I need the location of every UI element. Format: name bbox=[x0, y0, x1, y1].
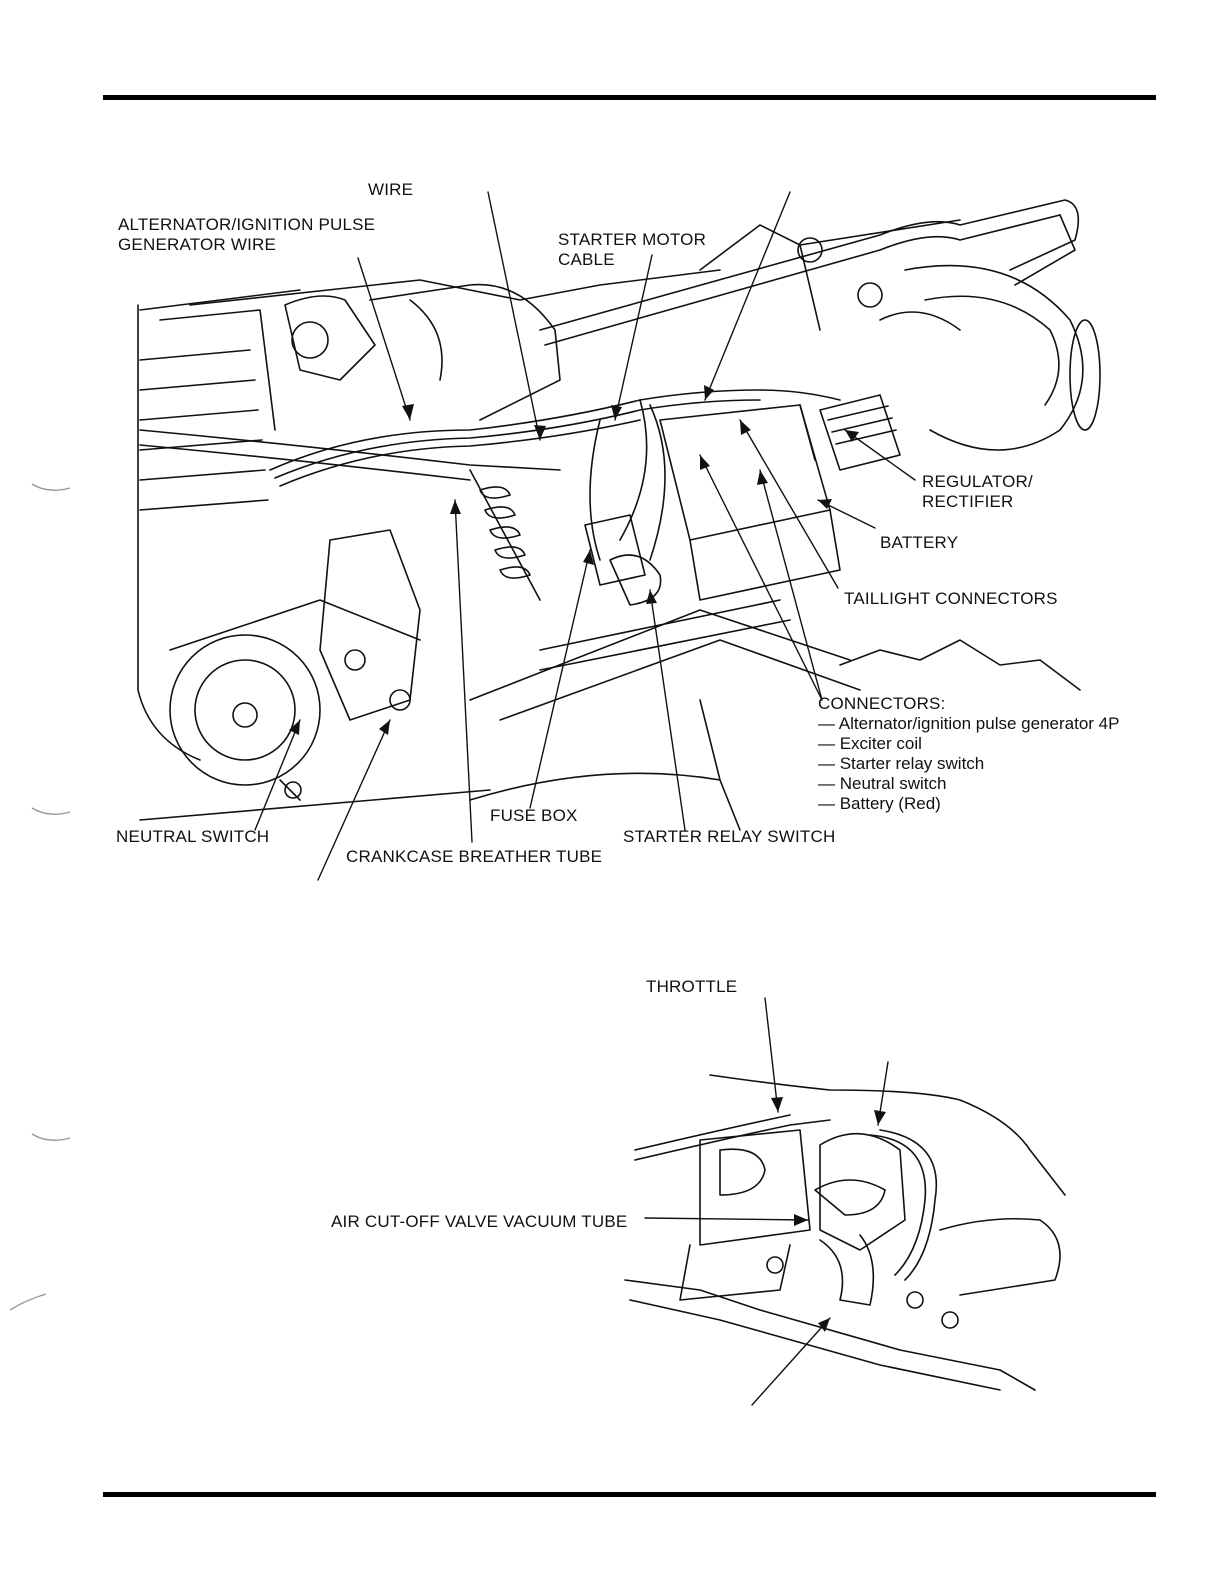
list-item: — Exciter coil bbox=[818, 734, 922, 753]
margin-mark bbox=[31, 483, 71, 491]
figure2-arrowheads bbox=[771, 1097, 886, 1332]
label-air-cutoff-valve-vacuum-tube: AIR CUT-OFF VALVE VACUUM TUBE bbox=[331, 1212, 628, 1231]
label-neutral-switch: NEUTRAL SWITCH bbox=[116, 827, 270, 846]
bottom-rule bbox=[103, 1492, 1156, 1497]
list-item: — Alternator/ignition pulse generator 4P bbox=[818, 714, 1120, 733]
label-battery: BATTERY bbox=[880, 533, 959, 552]
margin-mark bbox=[31, 1133, 71, 1141]
label-starter-motor-line2: CABLE bbox=[558, 250, 615, 269]
label-taillight-connectors: TAILLIGHT CONNECTORS bbox=[844, 589, 1058, 608]
label-crankcase-breather-tube: CRANKCASE BREATHER TUBE bbox=[346, 847, 603, 866]
figure1-artwork bbox=[137, 199, 1101, 831]
figure2-artwork bbox=[624, 1074, 1066, 1391]
list-item: — Battery (Red) bbox=[818, 794, 941, 813]
margin-mark bbox=[31, 807, 71, 815]
top-rule bbox=[103, 95, 1156, 100]
label-regulator-line1: REGULATOR/ bbox=[922, 472, 1033, 491]
list-item: — Neutral switch bbox=[818, 774, 947, 793]
figure1-leader-lines bbox=[254, 191, 916, 881]
label-alternator-wire-line2: GENERATOR WIRE bbox=[118, 235, 277, 254]
label-regulator-line2: RECTIFIER bbox=[922, 492, 1014, 511]
margin-mark bbox=[9, 1293, 47, 1311]
label-wire: WIRE bbox=[368, 180, 414, 199]
label-throttle: THROTTLE bbox=[646, 977, 738, 996]
connectors-list: — Alternator/ignition pulse generator 4P… bbox=[818, 714, 1119, 814]
list-item: — Starter relay switch bbox=[818, 754, 985, 773]
figure1-arrowheads bbox=[289, 385, 859, 735]
label-starter-motor-line1: STARTER MOTOR bbox=[558, 230, 707, 249]
label-connectors-heading: CONNECTORS: bbox=[818, 694, 946, 713]
label-alternator-wire-line1: ALTERNATOR/IGNITION PULSE bbox=[118, 215, 376, 234]
figure2-leader-lines bbox=[644, 997, 889, 1406]
label-starter-relay-switch: STARTER RELAY SWITCH bbox=[623, 827, 836, 846]
label-fuse-box: FUSE BOX bbox=[490, 806, 578, 825]
